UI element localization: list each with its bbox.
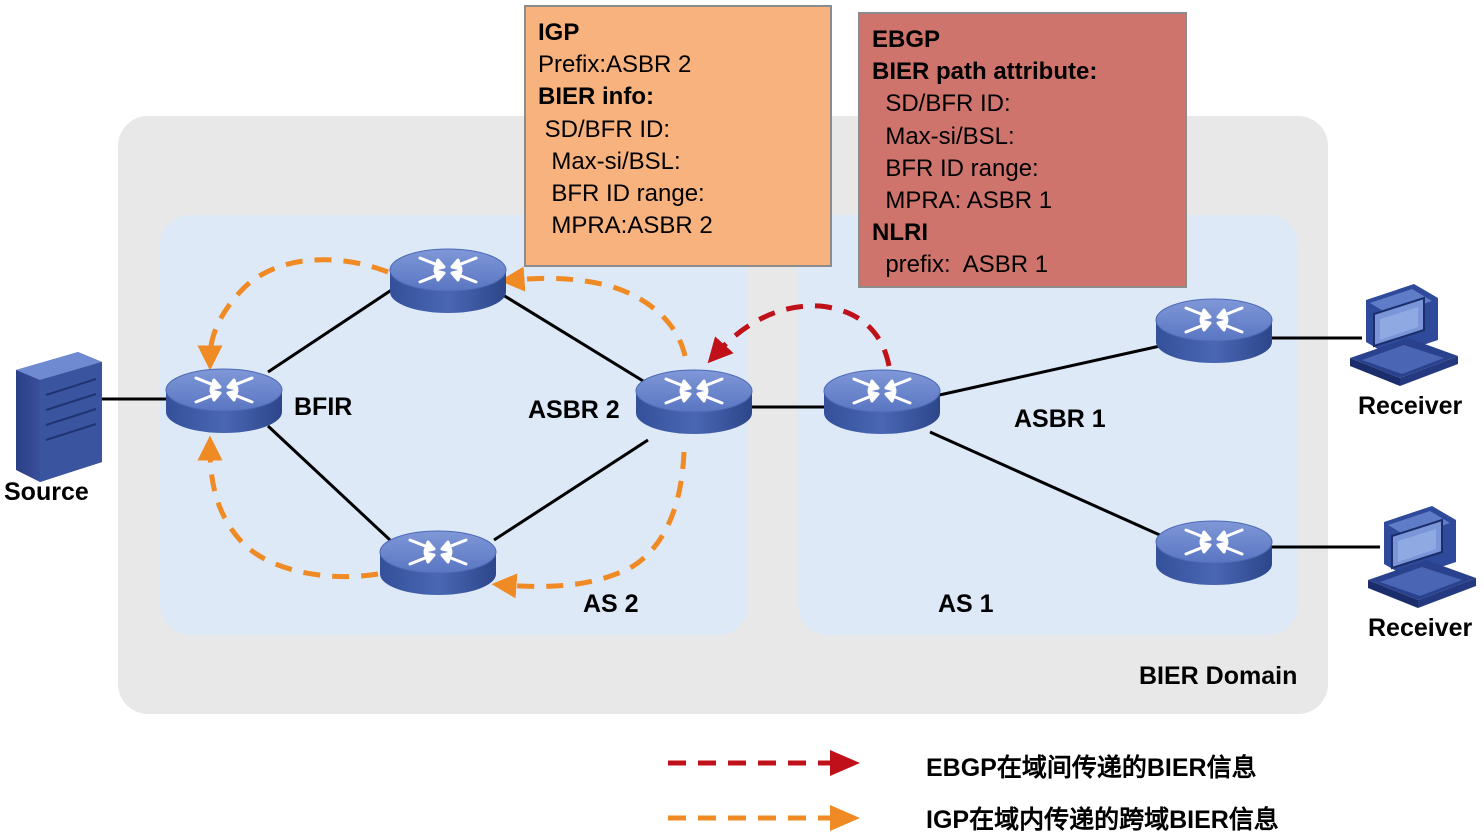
asbr1-router-icon [822,368,942,436]
receiver-top-label: Receiver [1358,392,1463,420]
ebgp-bfr-id-range: BFR ID range: [872,154,1039,182]
link-bfir-router-top [267,287,394,374]
igp-arrow-bottom-left [197,435,379,580]
ebgp-title: EBGP [872,26,941,53]
igp-arrow-top-right [499,266,688,357]
legend-ebgp-text: EBGP在域间传递的BIER信息 [926,754,1257,782]
igp-title: IGP [538,19,580,46]
bfir-label: BFIR [294,393,352,421]
igp-info-box: IGP Prefix:ASBR 2 BIER info: SD/BFR ID: … [524,5,832,267]
igp-arrow-bottom-right [491,451,687,599]
igp-prefix: Prefix:ASBR 2 [538,51,692,79]
asbr1-label: ASBR 1 [1014,405,1106,433]
as2-bottom-router-icon [378,529,498,597]
asbr2-router-icon [634,368,754,436]
ebgp-info-box: EBGP BIER path attribute: SD/BFR ID: Max… [858,12,1187,288]
receiver-bottom-label: Receiver [1368,614,1473,642]
igp-mpra: MPRA:ASBR 2 [538,212,713,240]
link-router-bottom-asbr2 [493,438,649,542]
as1-label: AS 1 [938,590,994,618]
legend-ebgp-arrowhead [830,750,860,776]
link-bfir-router-bottom [266,424,392,542]
receiver-bottom-pc-icon [1367,505,1477,609]
ebgp-mpra: MPRA: ASBR 1 [872,187,1053,215]
igp-bfr-id-range: BFR ID range: [538,180,705,208]
bier-domain-label: BIER Domain [1139,662,1297,690]
as2-label: AS 2 [583,590,639,618]
igp-bier-info: BIER info: [538,83,654,111]
igp-max-si-bsl: Max-si/BSL: [538,147,681,175]
ebgp-nlri: NLRI [872,219,928,247]
legend-igp-text: IGP在域内传递的跨域BIER信息 [926,806,1279,834]
asbr2-label: ASBR 2 [528,396,620,424]
as1-top-router-icon [1154,297,1274,365]
link-router-top-asbr2 [502,293,649,386]
source-server-icon [16,352,102,482]
source-label: Source [4,478,89,506]
receiver-top-pc-icon [1349,283,1459,387]
as1-bottom-router-icon [1154,519,1274,587]
legend-igp-arrowhead [830,805,860,831]
ebgp-prefix: prefix: ASBR 1 [872,251,1049,279]
igp-arrow-top-left [197,257,389,371]
igp-sd-bfr-id: SD/BFR ID: [538,115,671,143]
ebgp-flow-arrow [707,303,892,367]
as2-region [160,215,748,635]
ebgp-max-si-bsl: Max-si/BSL: [872,122,1015,150]
network-links [100,287,1380,549]
link-asbr1-router-right-top [934,344,1161,398]
as2-top-router-icon [388,247,508,315]
link-asbr1-router-right-bottom [929,430,1163,538]
ebgp-sd-bfr-id: SD/BFR ID: [872,90,1011,118]
ebgp-bier-path-attribute: BIER path attribute: [872,58,1098,86]
igp-flow-arrows [197,257,688,599]
bfir-router-icon [164,367,284,435]
